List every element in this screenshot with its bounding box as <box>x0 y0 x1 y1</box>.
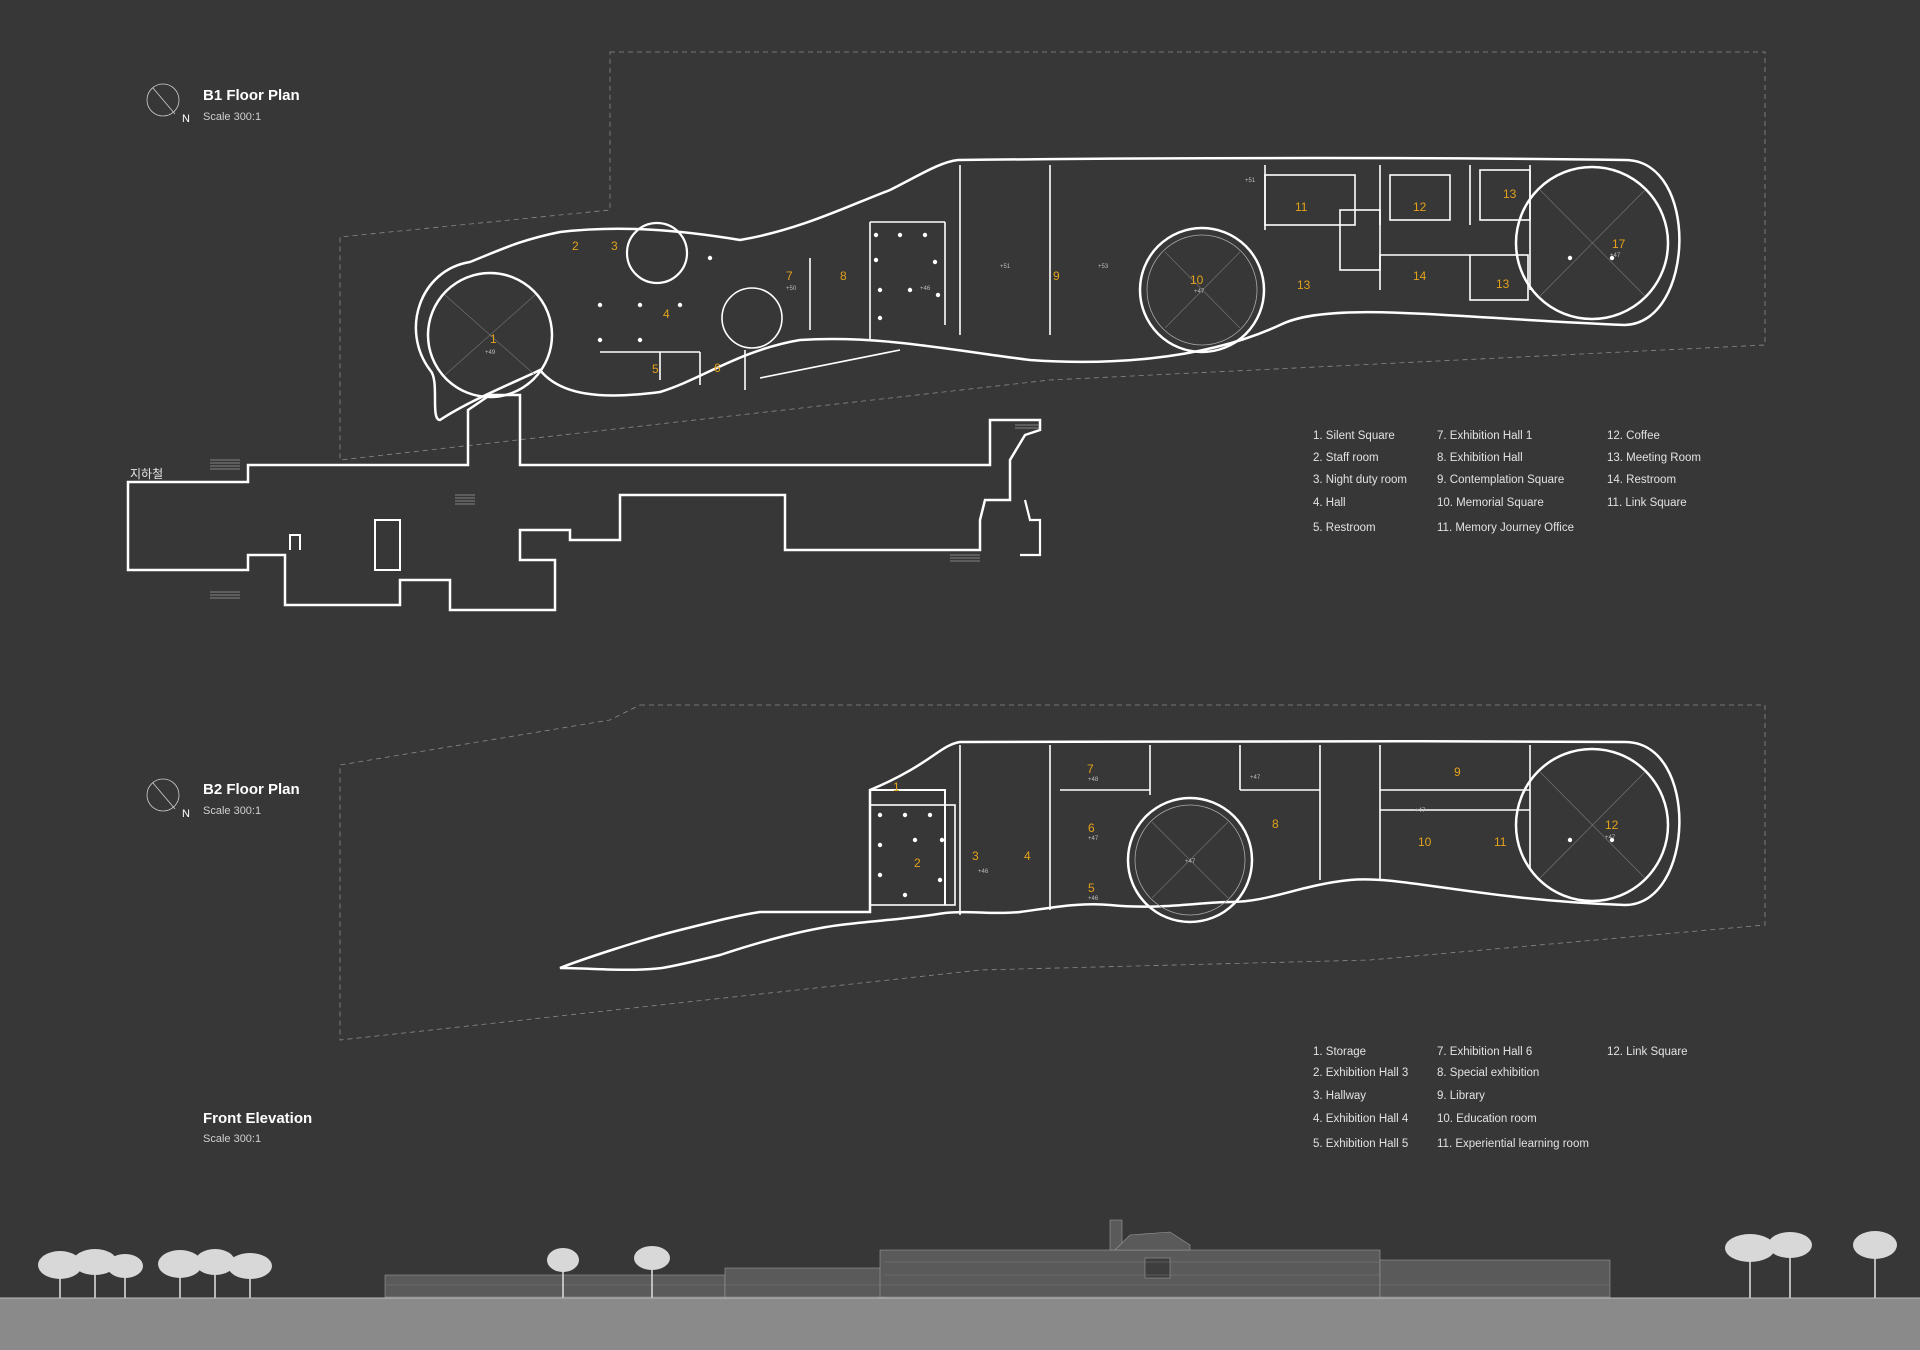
b2-legend: 1. Storage 2. Exhibition Hall 3 3. Hallw… <box>1313 1046 1733 1156</box>
ground-plane <box>0 1298 1920 1350</box>
b1-north-label: N <box>182 113 190 125</box>
b1-legend-item: 12. Coffee <box>1607 430 1660 442</box>
front-elevation-drawing <box>0 1219 1920 1350</box>
b2-level-mark: +47 <box>1415 808 1426 814</box>
b2-room-number: 7 <box>1087 762 1094 776</box>
b2-floor-plan-drawing: 1 2 3 4 5 6 7 8 9 10 11 12 +46 +48 +47 +… <box>339 704 1766 1041</box>
b2-legend-item: 3. Hallway <box>1313 1090 1367 1102</box>
b1-station-label: 지하철 <box>130 467 164 481</box>
b2-legend-item: 5. Exhibition Hall 5 <box>1313 1138 1409 1150</box>
b1-room-number: 4 <box>663 307 670 321</box>
b1-legend-item: 3. Night duty room <box>1313 474 1407 486</box>
b1-legend-item: 10. Memorial Square <box>1437 497 1544 509</box>
b1-level-mark: +49 <box>485 350 496 356</box>
b1-room-number: 3 <box>611 239 618 253</box>
b2-legend-item: 1. Storage <box>1313 1046 1367 1058</box>
b1-room-number: 2 <box>572 239 579 253</box>
b1-room-number: 13 <box>1297 278 1311 292</box>
b1-room-number: 8 <box>840 269 847 283</box>
b2-level-mark: +47 <box>1250 775 1261 781</box>
b1-room-number: 1 <box>490 332 497 346</box>
b2-room-number: 9 <box>1454 765 1461 779</box>
b2-legend-item: 9. Library <box>1437 1090 1485 1102</box>
b1-legend-item: 8. Exhibition Hall <box>1437 452 1523 464</box>
b2-room-number: 6 <box>1088 821 1095 835</box>
b2-legend-item: 4. Exhibition Hall 4 <box>1313 1113 1409 1125</box>
b1-legend-item: 13. Meeting Room <box>1607 452 1701 464</box>
b1-room-number: 9 <box>1053 269 1060 283</box>
b1-level-mark: +47 <box>1194 289 1205 295</box>
b1-building-outline <box>414 156 1681 422</box>
b2-room-number: 5 <box>1088 881 1095 895</box>
b2-room-number: 8 <box>1272 817 1279 831</box>
b2-level-marks: +46 +48 +47 +46 +47 +47 +47 +47 <box>978 775 1616 902</box>
b1-room-number: 6 <box>714 361 721 375</box>
b1-room-number: 13 <box>1503 187 1517 201</box>
elevation-scale: Scale 300:1 <box>203 1133 262 1145</box>
b2-room-number: 11 <box>1494 835 1507 849</box>
b2-north-arrow: N <box>145 775 195 825</box>
b2-title: B2 Floor Plan <box>203 781 300 798</box>
b1-level-mark: +51 <box>1245 178 1256 184</box>
b2-legend-item: 2. Exhibition Hall 3 <box>1313 1067 1409 1079</box>
b1-legend-item: 5. Restroom <box>1313 522 1376 534</box>
b1-title: B1 Floor Plan <box>203 87 300 104</box>
b1-scale: Scale 300:1 <box>203 111 262 123</box>
b2-north-label: N <box>182 808 190 820</box>
b2-room-number: 2 <box>914 856 921 870</box>
north-arrow-icon: N <box>146 83 190 125</box>
b2-level-mark: +48 <box>1088 777 1099 783</box>
b1-level-mark: +51 <box>1000 264 1011 270</box>
b1-floor-plan-drawing: 1 2 3 4 5 6 7 8 9 10 11 12 13 13 14 13 1… <box>126 51 1766 612</box>
b1-north-arrow: N <box>145 80 195 130</box>
b2-legend-item: 11. Experiential learning room <box>1437 1138 1589 1150</box>
b1-legend-item: 2. Staff room <box>1313 452 1379 464</box>
b1-underground-passage <box>126 393 1042 612</box>
b1-room-number: 10 <box>1190 273 1204 287</box>
b1-room-numbers: 1 2 3 4 5 6 7 8 9 10 11 12 13 13 14 13 1… <box>490 187 1626 376</box>
b2-building-outline <box>559 739 1681 972</box>
b1-room-number: 13 <box>1496 277 1510 291</box>
b1-room-number: 14 <box>1413 269 1427 283</box>
b1-room-number: 12 <box>1413 200 1427 214</box>
b1-room-number: 17 <box>1612 237 1626 251</box>
b2-level-mark: +47 <box>1088 836 1099 842</box>
elevation-title: Front Elevation <box>203 1110 313 1127</box>
b1-legend-item: 4. Hall <box>1313 497 1346 509</box>
b1-legend-item: 11. Memory Journey Office <box>1437 522 1574 534</box>
b2-legend-item: 8. Special exhibition <box>1437 1067 1540 1079</box>
b2-scale: Scale 300:1 <box>203 805 262 817</box>
b2-level-mark: +46 <box>978 869 989 875</box>
b2-level-mark: +47 <box>1605 835 1616 841</box>
b1-level-marks: +49 +50 +46 +51 +53 +47 +51 +47 <box>485 178 1621 356</box>
north-arrow-icon: N <box>146 778 190 820</box>
b1-level-mark: +50 <box>786 286 797 292</box>
b1-room-number: 7 <box>786 269 793 283</box>
b2-legend-item: 10. Education room <box>1437 1113 1537 1125</box>
b1-legend-item: 14. Restroom <box>1607 474 1677 486</box>
b2-room-number: 4 <box>1024 849 1031 863</box>
b1-legend-item: 9. Contemplation Square <box>1437 474 1565 486</box>
b1-room-number: 11 <box>1295 200 1308 214</box>
b2-level-mark: +47 <box>1185 859 1196 865</box>
b1-legend: 1. Silent Square 2. Staff room 3. Night … <box>1313 430 1733 540</box>
b1-legend-item: 7. Exhibition Hall 1 <box>1437 430 1533 442</box>
b1-legend-item: 11. Link Square <box>1607 497 1687 509</box>
b2-room-number: 10 <box>1418 835 1432 849</box>
b1-room-number: 5 <box>652 362 659 376</box>
b1-level-mark: +47 <box>1610 253 1621 259</box>
b2-legend-item: 12. Link Square <box>1607 1046 1688 1058</box>
b1-level-mark: +46 <box>920 286 931 292</box>
b2-room-number: 12 <box>1605 818 1619 832</box>
b2-room-numbers: 1 2 3 4 5 6 7 8 9 10 11 12 <box>893 762 1619 895</box>
b2-legend-item: 7. Exhibition Hall 6 <box>1437 1046 1533 1058</box>
b2-room-number: 3 <box>972 849 979 863</box>
b1-level-mark: +53 <box>1098 264 1109 270</box>
b2-level-mark: +46 <box>1088 896 1099 902</box>
b2-room-number: 1 <box>893 780 900 794</box>
b1-legend-item: 1. Silent Square <box>1313 430 1395 442</box>
